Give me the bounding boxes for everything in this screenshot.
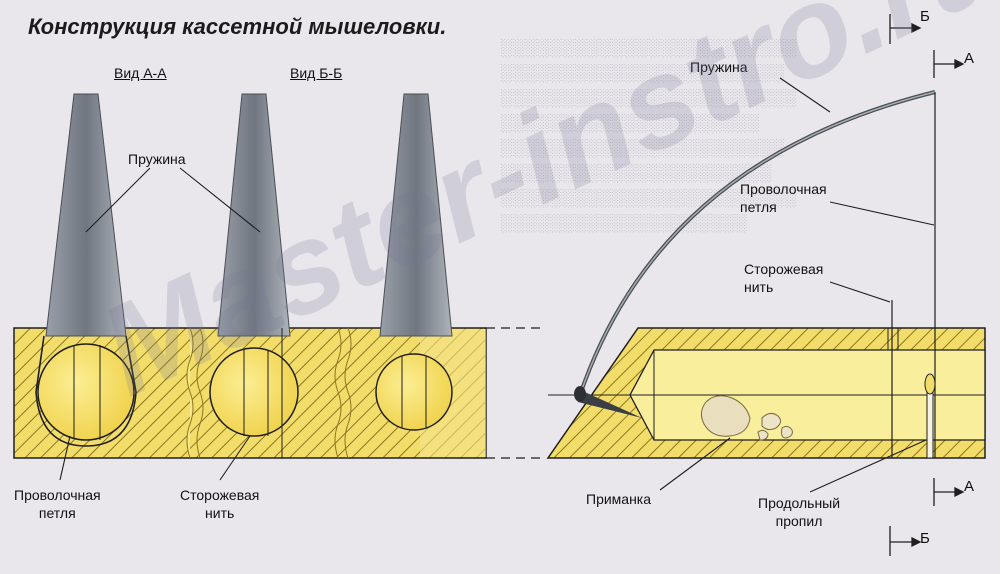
- left-channel-1: [35, 335, 137, 447]
- section-b-bottom: Б: [920, 530, 930, 547]
- right-guard-thread-line2: нить: [744, 279, 774, 295]
- left-spring-label: Пружина: [128, 151, 186, 167]
- view-bb-label: Вид Б-Б: [290, 65, 343, 81]
- background-text-block: ░░░░░░░░░░░░░░░░░░░░░░░░░░░░░░░░░░░░░░░░…: [500, 38, 797, 232]
- right-spring-label: Пружина: [690, 59, 748, 75]
- diagram-title: Конструкция кассетной мышеловки.: [28, 14, 447, 39]
- right-wire-loop-line1: Проволочная: [740, 181, 827, 197]
- view-aa-label: Вид А-А: [114, 65, 167, 81]
- left-channel-3: [375, 353, 453, 431]
- left-wire-loop-line1: Проволочная: [14, 487, 101, 503]
- section-a-top: А: [964, 50, 975, 67]
- left-guard-thread-label: Сторожевая нить: [180, 486, 259, 522]
- left-leader-lines: [59, 167, 261, 481]
- right-guard-thread-label: Сторожевая нить: [744, 260, 823, 296]
- guard-pin: [924, 373, 936, 459]
- section-a-bottom: А: [964, 478, 975, 495]
- left-spring-2: [217, 93, 291, 337]
- longitudinal-cut-label: Продольный пропил: [758, 494, 840, 530]
- section-b-top: Б: [920, 8, 930, 25]
- left-channel-2: [209, 328, 299, 458]
- longitudinal-cut-line2: пропил: [775, 513, 823, 529]
- left-wire-loop-line2: петля: [38, 505, 76, 521]
- section-markers: [889, 14, 965, 556]
- left-guard-thread-line2: нить: [205, 505, 235, 521]
- bait-label: Приманка: [586, 491, 652, 507]
- right-guard-thread-line1: Сторожевая: [744, 261, 824, 277]
- left-guard-thread-line1: Сторожевая: [180, 487, 260, 503]
- left-spring-3: [379, 93, 453, 337]
- right-wire-loop-line2: петля: [740, 199, 777, 215]
- bait: [700, 395, 793, 441]
- left-wire-loop-label: Проволочная петля: [14, 486, 101, 522]
- left-spring-1: [45, 93, 127, 337]
- right-leader-lines: [659, 77, 935, 493]
- longitudinal-cut-line1: Продольный: [758, 495, 841, 511]
- right-wire-loop-label: Проволочная петля: [740, 180, 827, 216]
